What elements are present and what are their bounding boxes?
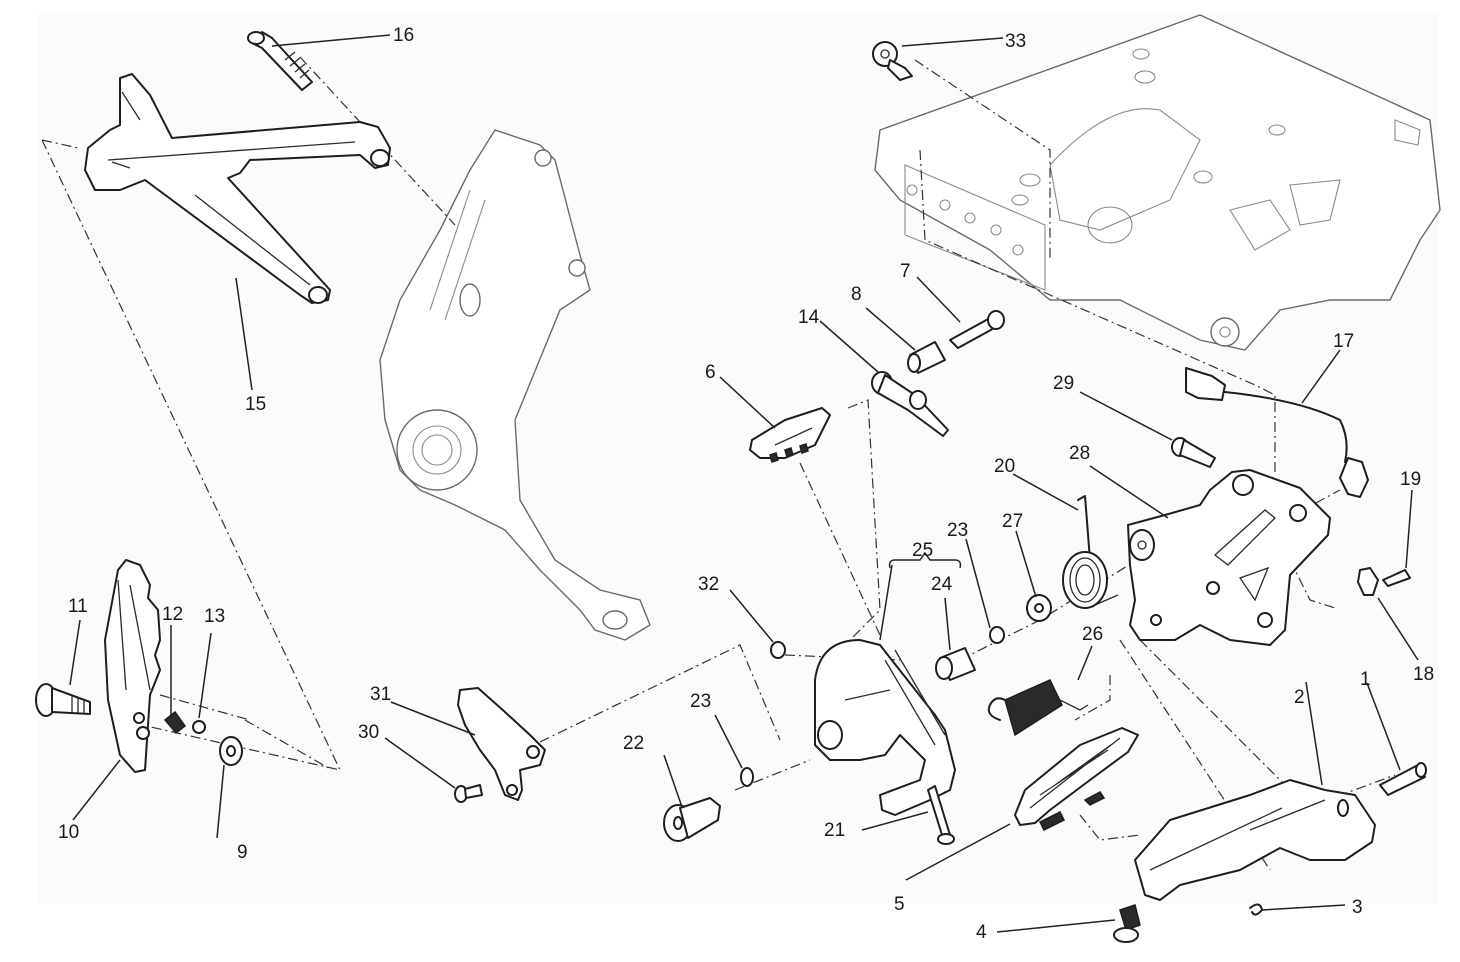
assembly-axis-lines	[41, 56, 1396, 871]
callout-29: 29	[1053, 373, 1074, 394]
leader-lines	[69, 34, 1419, 933]
part-19-screw	[1382, 569, 1411, 587]
part-22-pivot-bolt	[663, 797, 721, 842]
part-13-ball	[192, 720, 206, 734]
callout-26: 26	[1082, 624, 1103, 645]
callout-16: 16	[393, 25, 414, 46]
part-26-spring	[987, 679, 1089, 737]
callout-18: 18	[1413, 664, 1434, 685]
callout-22: 22	[623, 733, 644, 754]
callout-28: 28	[1069, 443, 1090, 464]
part-11-pin	[35, 683, 91, 717]
callout-5: 5	[894, 894, 905, 915]
part-28-rider-bracket	[1127, 469, 1331, 646]
callout-30: 30	[358, 722, 379, 743]
callout-4: 4	[976, 922, 987, 943]
callout-13: 13	[204, 606, 225, 627]
part-8-nut	[907, 341, 946, 374]
part-27-washer	[1026, 594, 1052, 622]
part-1-pin	[1379, 762, 1427, 796]
callout-3: 3	[1352, 897, 1363, 918]
frame-subframe	[874, 14, 1441, 351]
callout-9: 9	[237, 842, 248, 863]
callout-12: 12	[162, 604, 183, 625]
callout-19: 19	[1400, 469, 1421, 490]
callout-32: 32	[698, 574, 719, 595]
part-3-clip	[1249, 903, 1263, 916]
part-9-washer	[219, 736, 243, 766]
callout-27: 27	[1002, 511, 1023, 532]
callout-6: 6	[705, 362, 716, 383]
callout-8: 8	[851, 284, 862, 305]
part-15-passenger-bracket	[84, 73, 391, 304]
part-23b-washer	[989, 626, 1005, 644]
callout-7: 7	[900, 261, 911, 282]
callout-11: 11	[68, 596, 88, 617]
callout-21: 21	[824, 820, 845, 841]
callout-17: 17	[1333, 331, 1354, 352]
callout-25: 25	[912, 540, 933, 561]
part-17-stop-light-switch	[1185, 367, 1369, 498]
part-2-heel-guard	[1134, 779, 1376, 901]
part-23a-washer	[740, 767, 754, 787]
part-10-passenger-footpeg	[104, 559, 161, 773]
callout-1: 1	[1360, 669, 1371, 690]
part-30-screw	[454, 784, 483, 803]
part-25-brake-pedal	[814, 639, 956, 816]
part-16-screw	[247, 31, 313, 91]
callout-15: 15	[245, 394, 266, 415]
part-6-pedal-pad	[749, 407, 831, 463]
callout-20: 20	[994, 456, 1015, 477]
callout-labels: 1 2 3 4 5 6 7 8 9 10 11 12 13 14 15 16 1…	[58, 25, 1434, 943]
callout-24: 24	[931, 574, 953, 595]
part-32-nut	[770, 641, 786, 659]
part-24-bushing	[935, 647, 976, 681]
callout-23a: 23	[690, 691, 711, 712]
callout-10: 10	[58, 822, 79, 843]
part-14-pushrod	[871, 371, 949, 437]
part-21-pin	[927, 785, 955, 845]
frame-side-plate	[379, 129, 651, 641]
callout-33: 33	[1005, 31, 1026, 52]
part-20-return-spring	[1062, 495, 1119, 609]
part-33-screw	[872, 41, 913, 81]
callout-23b: 23	[947, 520, 968, 541]
part-29-screw	[1171, 437, 1216, 468]
part-18-cable-clamp	[1357, 567, 1379, 596]
part-5-footpeg	[1014, 727, 1139, 832]
part-7-screw	[949, 310, 1005, 349]
part-4-screw	[1113, 904, 1141, 943]
callout-31: 31	[370, 684, 391, 705]
callout-2: 2	[1294, 687, 1305, 708]
callout-14: 14	[798, 307, 820, 328]
